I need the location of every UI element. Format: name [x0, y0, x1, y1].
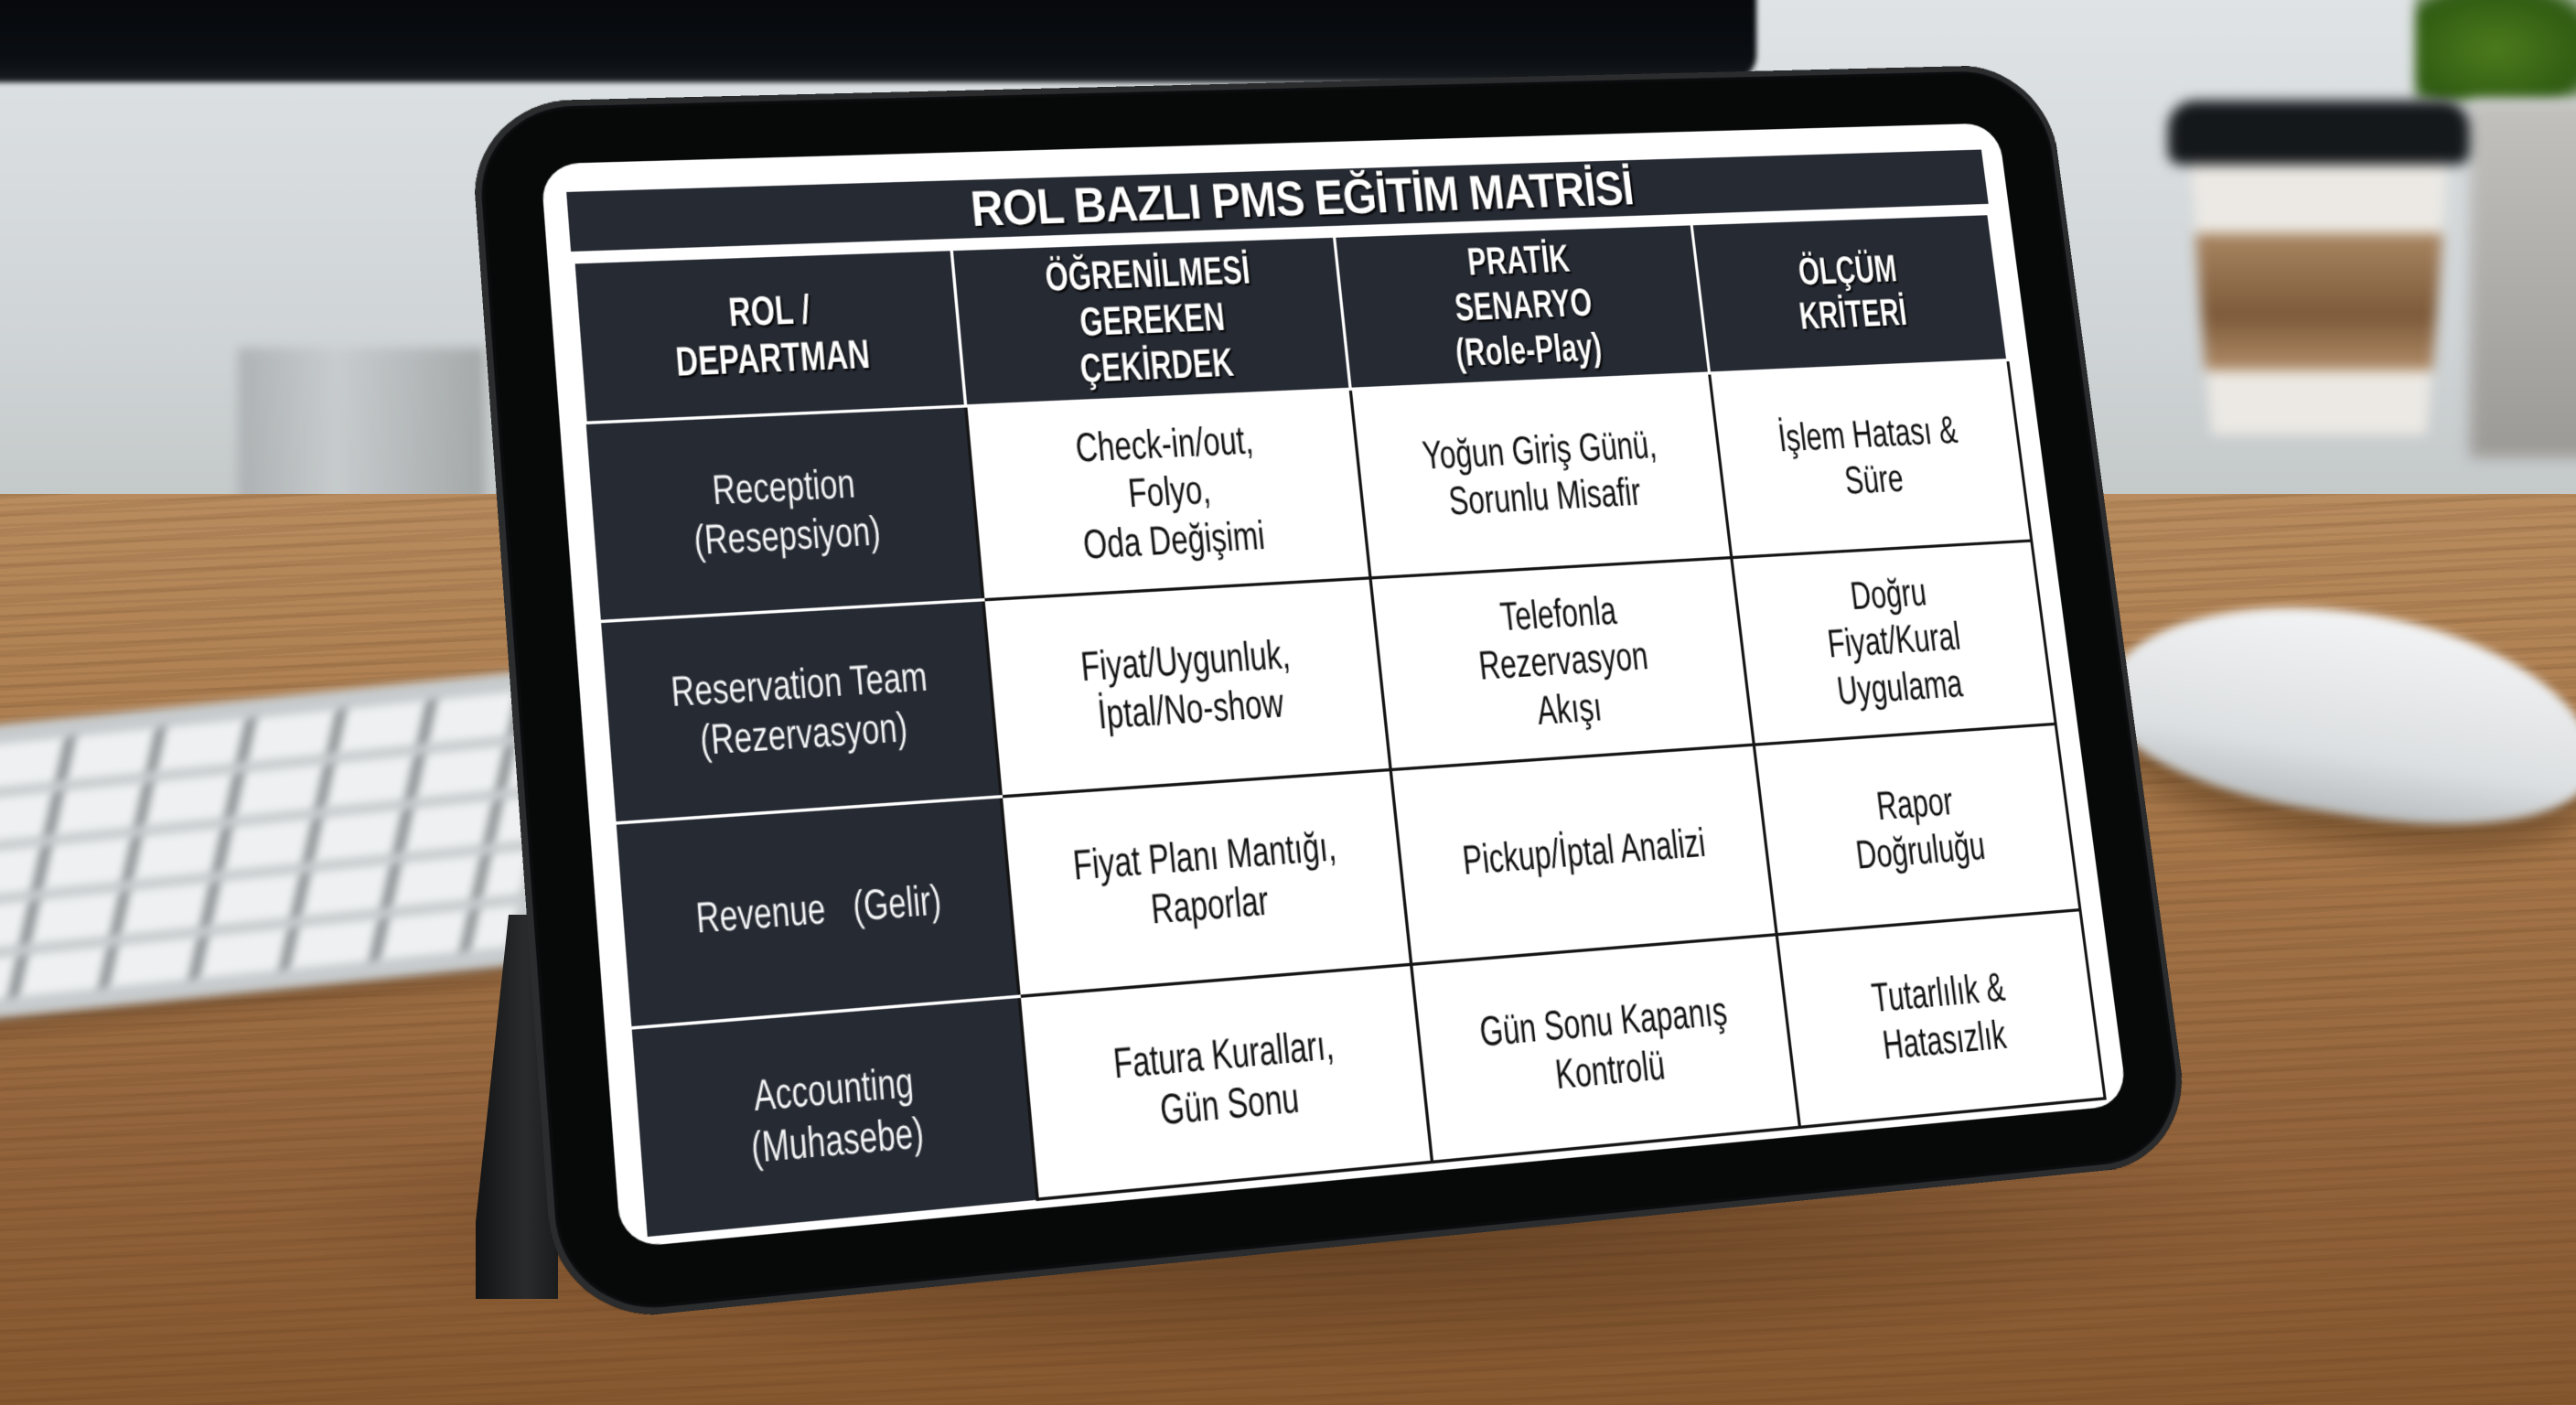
cell-text: Doğru Fiyat/Kural [1825, 571, 1964, 667]
cell-text: Uygulama [1835, 661, 1966, 713]
cell-text: Akışı [1534, 684, 1605, 734]
scenario-cell: Telefonla Rezervasyon Akışı [1369, 557, 1755, 770]
role-cell: Revenue (Gelir) [616, 796, 1020, 1028]
matrix-table: ROL / DEPARTMAN ÖĞRENİLMESİ GEREKEN ÇEKİ… [572, 215, 2107, 1238]
column-header-scenario: PRATİK SENARYO (Role-Play) [1334, 225, 1711, 390]
cell-text: Tutarlılık & Hatasızlık [1869, 964, 2010, 1068]
coffee-cup [2168, 64, 2470, 448]
cell-text: İşlem Hatası & Süre [1776, 408, 1960, 503]
role-name-tr: (Resepsiyon) [692, 508, 883, 564]
metric-cell: Tutarlılık & Hatasızlık [1776, 909, 2106, 1128]
header-text: (Role-Play) [1453, 326, 1605, 375]
monitor-bezel [0, 0, 1756, 82]
core-cell: Check-in/out, Folyo, Oda Değişimi [965, 389, 1370, 600]
header-text: PRATİK SENARYO [1452, 237, 1594, 330]
column-header-role: ROL / DEPARTMAN [573, 251, 966, 424]
role-cell: Reservation Team (Rezervasyon) [600, 599, 1002, 823]
core-cell: Fatura Kuralları, Gün Sonu [1019, 964, 1433, 1200]
cell-text: Raporlar [1149, 877, 1272, 933]
cell-text: Gün Sonu [1158, 1075, 1302, 1134]
header-text: ÖĞRENİLMESİ [1043, 248, 1252, 300]
scenario-cell: Pickup/İptal Analizi [1390, 745, 1777, 965]
role-name-tr: (Gelir) [851, 877, 944, 931]
plant-pot [2470, 101, 2576, 457]
tablet-screen[interactable]: ROL BAZLI PMS EĞİTİM MATRİSİ ROL / DEPAR… [540, 123, 2129, 1249]
role-name: Reception [710, 460, 856, 514]
cell-text: Rapor Doğruluğu [1853, 778, 1989, 878]
header-text: ROL / DEPARTMAN [673, 287, 872, 385]
role-name: Revenue [694, 885, 828, 943]
metric-cell: Doğru Fiyat/Kural Uygulama [1732, 541, 2056, 745]
cup-lid [2168, 101, 2470, 165]
cell-text: İptal/No-show [1095, 681, 1286, 738]
scenario-cell: Yoğun Giriş Günü, Sorunlu Misafir [1350, 372, 1733, 578]
metric-cell: Rapor Doğruluğu [1754, 724, 2080, 935]
tablet-bezel: ROL BAZLI PMS EĞİTİM MATRİSİ ROL / DEPAR… [468, 64, 2194, 1325]
role-cell: Reception (Resepsiyon) [585, 405, 984, 622]
cell-text: Oda Değişimi [1081, 512, 1267, 568]
scenario-cell: Gün Sonu Kapanış Kontrolü [1411, 934, 1800, 1163]
cell-text: Kontrolü [1552, 1042, 1668, 1099]
core-cell: Fiyat/Uygunluk, İptal/No-show [983, 577, 1391, 797]
cell-text: Check-in/out, Folyo, [1073, 418, 1256, 517]
training-matrix: ROL BAZLI PMS EĞİTİM MATRİSİ ROL / DEPAR… [566, 149, 2106, 1237]
tablet: ROL BAZLI PMS EĞİTİM MATRİSİ ROL / DEPAR… [468, 64, 2194, 1325]
cup-sleeve [2195, 233, 2442, 370]
cell-text: Telefonla Rezervasyon [1476, 588, 1650, 690]
column-header-core: ÖĞRENİLMESİ GEREKEN ÇEKİRDEK [951, 237, 1351, 406]
metric-cell: İşlem Hatası & Süre [1710, 359, 2032, 558]
role-cell: Accounting (Muhasebe) [630, 996, 1038, 1237]
keyboard-keys [0, 686, 566, 1006]
cell-text: Sorunlu Misafir [1446, 470, 1643, 524]
plant-icon [2415, 0, 2576, 101]
header-text: GEREKEN ÇEKİRDEK [1078, 295, 1236, 391]
core-cell: Fiyat Planı Mantığı, Raporlar [1001, 769, 1411, 997]
header-text: ÖLÇÜM KRİTERİ [1796, 247, 1910, 338]
cell-text: Pickup/İptal Analizi [1460, 820, 1709, 885]
page-title: ROL BAZLI PMS EĞİTİM MATRİSİ [968, 161, 1637, 238]
column-header-metric: ÖLÇÜM KRİTERİ [1691, 215, 2008, 373]
